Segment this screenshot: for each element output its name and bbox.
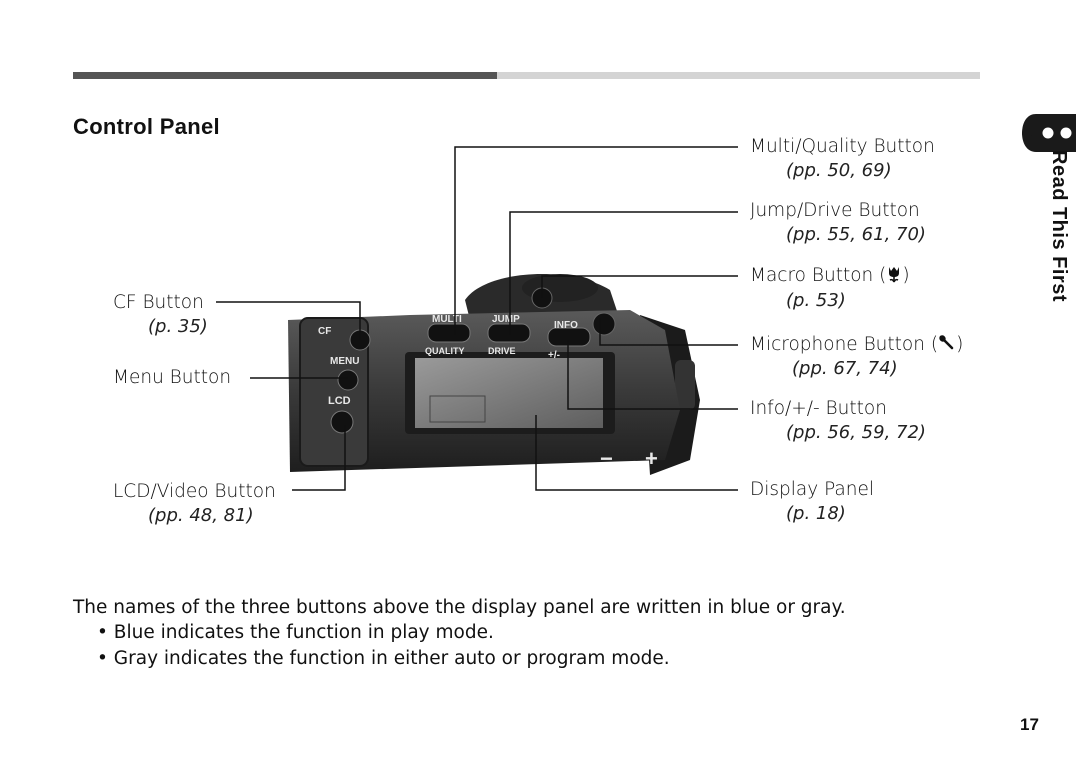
microphone-icon (938, 334, 956, 357)
multi-quality-label: Multi/Quality Button (750, 136, 935, 157)
ring-dot-icon (1060, 127, 1072, 139)
microphone-ref: (pp. 67, 74) (792, 358, 898, 379)
bullet-text: Gray indicates the function in either au… (113, 648, 670, 669)
camera-control-panel-illustration: CF MENU LCD MULTI JUMP INFO QUALITY DRIV… (288, 273, 700, 475)
macro-label: Macro Button ( (750, 265, 887, 286)
display-panel-ref: (p. 18) (786, 503, 846, 524)
quality-printed-label: QUALITY (425, 346, 465, 356)
drive-printed-label: DRIVE (488, 346, 516, 356)
jump-drive-ref: (pp. 55, 61, 70) (786, 224, 926, 245)
menu-printed-label: MENU (330, 356, 359, 367)
display-panel-label: Display Panel (750, 479, 874, 500)
jump-drive-label: Jump/Drive Button (750, 200, 920, 221)
cf-button-label: CF Button (113, 292, 204, 313)
bullet-text: Blue indicates the function in play mode… (113, 622, 494, 643)
microphone-label: Microphone Button ( (750, 334, 939, 355)
header-rule-light (497, 72, 980, 79)
tulip-icon (886, 265, 902, 288)
multi-printed-label: MULTI (432, 314, 462, 325)
bullet-item: • Blue indicates the function in play mo… (97, 622, 494, 643)
multi-quality-ref: (pp. 50, 69) (786, 160, 892, 181)
info-ref: (pp. 56, 59, 72) (786, 422, 926, 443)
plusminus-printed-label: +/- (548, 350, 560, 361)
macro-label-end: ) (902, 265, 910, 286)
cf-button-ref: (p. 35) (148, 316, 208, 337)
minus-printed-label: − (600, 446, 613, 471)
header-rule-dark (73, 72, 497, 79)
side-tab-label: Read This First (1048, 150, 1070, 302)
side-tab-dots (1022, 114, 1076, 152)
jump-printed-label: JUMP (492, 314, 520, 325)
menu-button-label: Menu Button (113, 367, 232, 388)
bullet-item: • Gray indicates the function in either … (97, 648, 670, 669)
macro-ref: (p. 53) (786, 290, 846, 311)
section-title: Control Panel (73, 114, 220, 139)
lcd-video-ref: (pp. 48, 81) (148, 505, 254, 526)
info-label: Info/+/- Button (750, 398, 887, 419)
cf-printed-label: CF (318, 326, 331, 337)
body-intro: The names of the three buttons above the… (73, 597, 846, 618)
plus-printed-label: + (645, 446, 658, 471)
microphone-label-row: Microphone Button () (750, 334, 963, 357)
microphone-label-end: ) (956, 334, 964, 355)
filled-dot-icon (1022, 128, 1032, 138)
page-number: 17 (1020, 715, 1039, 734)
lcd-video-label: LCD/Video Button (113, 481, 276, 502)
ring-dot-icon (1042, 127, 1054, 139)
macro-label-row: Macro Button () (750, 265, 910, 288)
bullet-dot: • (97, 622, 114, 643)
bullet-dot: • (97, 648, 114, 669)
lcd-printed-label: LCD (328, 395, 351, 407)
info-printed-label: INFO (554, 320, 578, 331)
